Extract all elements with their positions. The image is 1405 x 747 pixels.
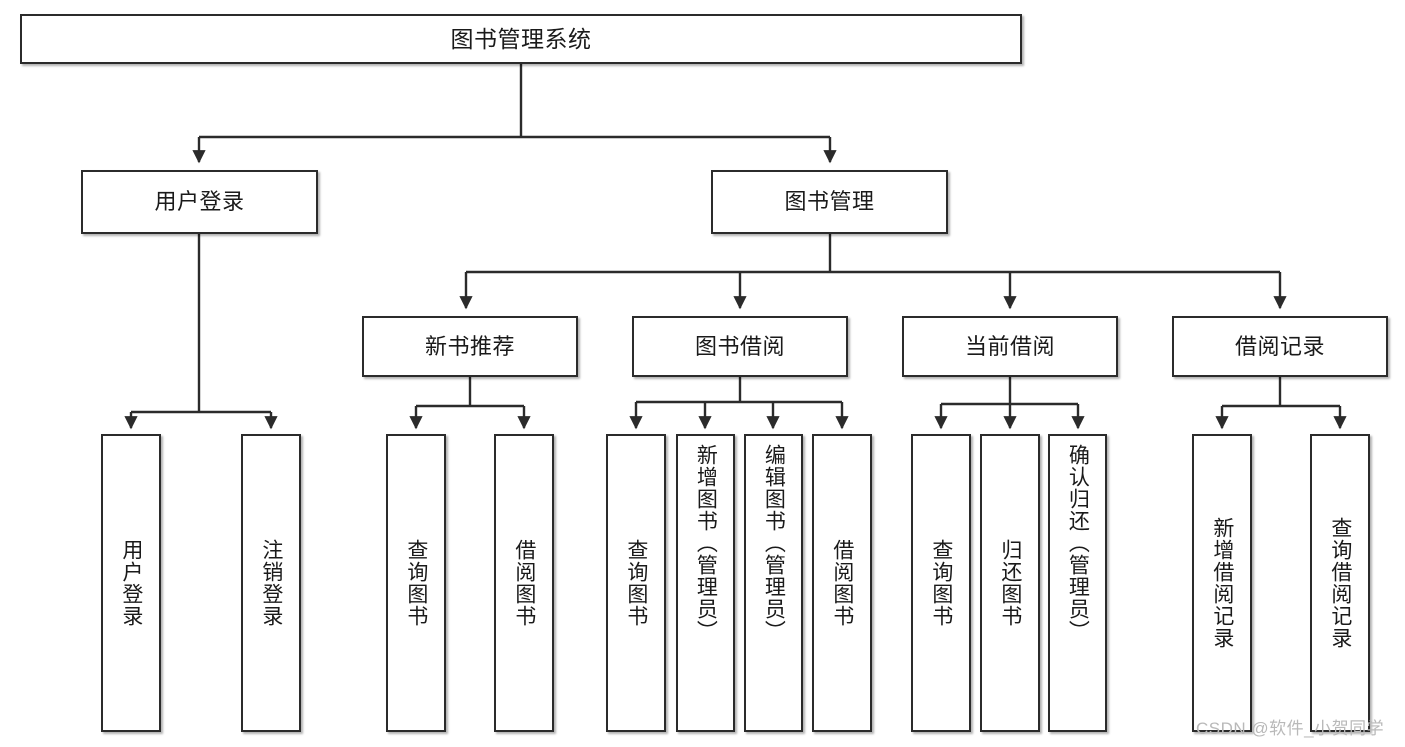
leaf-query-book-borrow-label: 查询图书	[624, 539, 648, 627]
leaf-borrow-book-borrow[interactable]: 借阅图书	[812, 434, 872, 732]
node-new-book-recommend-label: 新书推荐	[424, 333, 515, 359]
leaf-user-login-label: 用户登录	[119, 539, 143, 627]
leaf-add-book-admin-label: 新增图书（管理员）	[694, 444, 718, 642]
node-book-borrow-label: 图书借阅	[694, 333, 785, 359]
leaf-confirm-return-admin-label: 确认归还（管理员）	[1066, 444, 1090, 642]
node-book-management[interactable]: 图书管理	[711, 170, 948, 234]
leaf-logout-label: 注销登录	[259, 539, 283, 627]
leaf-edit-book-admin-label: 编辑图书（管理员）	[762, 444, 786, 642]
watermark-text: CSDN @软件_小贺同学	[1196, 719, 1385, 738]
node-current-borrow-label: 当前借阅	[964, 333, 1055, 359]
leaf-add-book-admin[interactable]: 新增图书（管理员）	[676, 434, 735, 732]
node-new-book-recommend[interactable]: 新书推荐	[362, 316, 578, 377]
leaf-query-book-current[interactable]: 查询图书	[911, 434, 971, 732]
node-book-management-label: 图书管理	[784, 189, 875, 215]
node-borrow-records[interactable]: 借阅记录	[1172, 316, 1388, 377]
leaf-edit-book-admin[interactable]: 编辑图书（管理员）	[744, 434, 803, 732]
leaf-query-book-borrow[interactable]: 查询图书	[606, 434, 666, 732]
node-user-login-label: 用户登录	[154, 189, 245, 215]
leaf-add-borrow-record[interactable]: 新增借阅记录	[1192, 434, 1252, 732]
leaf-confirm-return-admin[interactable]: 确认归还（管理员）	[1048, 434, 1107, 732]
leaf-query-book-current-label: 查询图书	[929, 539, 953, 627]
leaf-logout[interactable]: 注销登录	[241, 434, 301, 732]
leaf-query-borrow-record[interactable]: 查询借阅记录	[1310, 434, 1370, 732]
leaf-return-book[interactable]: 归还图书	[980, 434, 1040, 732]
leaf-query-book-newbook-label: 查询图书	[404, 539, 428, 627]
leaf-borrow-book-newbook[interactable]: 借阅图书	[494, 434, 554, 732]
node-root[interactable]: 图书管理系统	[20, 14, 1022, 64]
leaf-borrow-book-borrow-label: 借阅图书	[830, 539, 854, 627]
leaf-borrow-book-newbook-label: 借阅图书	[512, 539, 536, 627]
node-book-borrow[interactable]: 图书借阅	[632, 316, 848, 377]
node-current-borrow[interactable]: 当前借阅	[902, 316, 1118, 377]
node-root-label: 图书管理系统	[450, 25, 592, 52]
leaf-query-borrow-record-label: 查询借阅记录	[1328, 517, 1352, 649]
node-user-login[interactable]: 用户登录	[81, 170, 318, 234]
leaf-user-login[interactable]: 用户登录	[101, 434, 161, 732]
leaf-add-borrow-record-label: 新增借阅记录	[1210, 517, 1234, 649]
leaf-return-book-label: 归还图书	[998, 539, 1022, 627]
leaf-query-book-newbook[interactable]: 查询图书	[386, 434, 446, 732]
node-borrow-records-label: 借阅记录	[1234, 333, 1325, 359]
